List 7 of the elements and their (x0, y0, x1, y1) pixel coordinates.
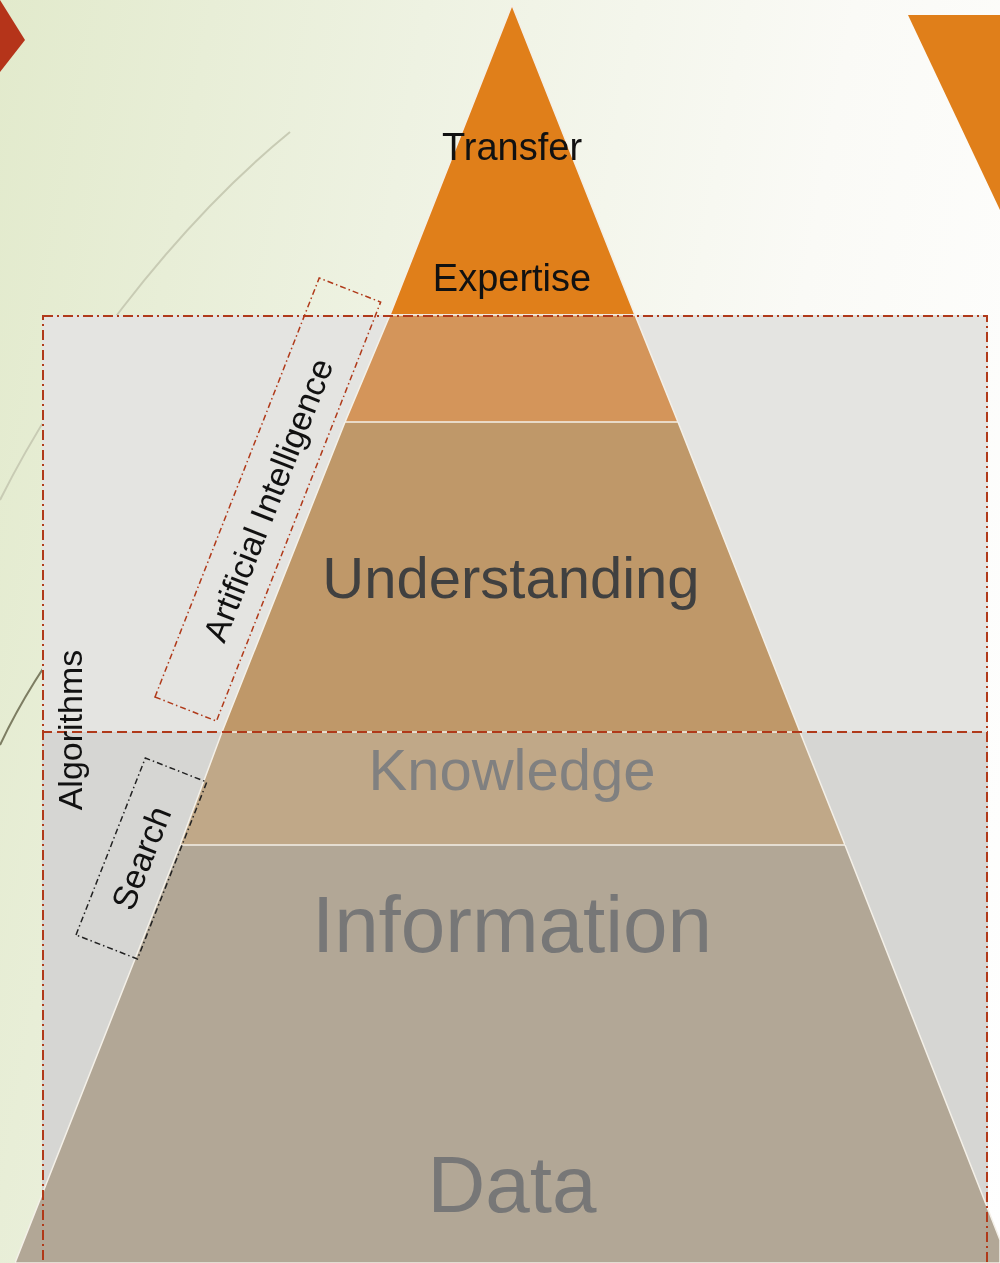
dashed-frame (42, 315, 988, 1263)
pyramid-layer (345, 5, 678, 422)
layer-label: Information (311, 885, 713, 965)
pyramid-layer (180, 732, 845, 845)
frame-label: Algorithms (53, 649, 87, 811)
layer-label: Expertise (432, 259, 592, 297)
layer-label: Data (427, 1145, 597, 1225)
